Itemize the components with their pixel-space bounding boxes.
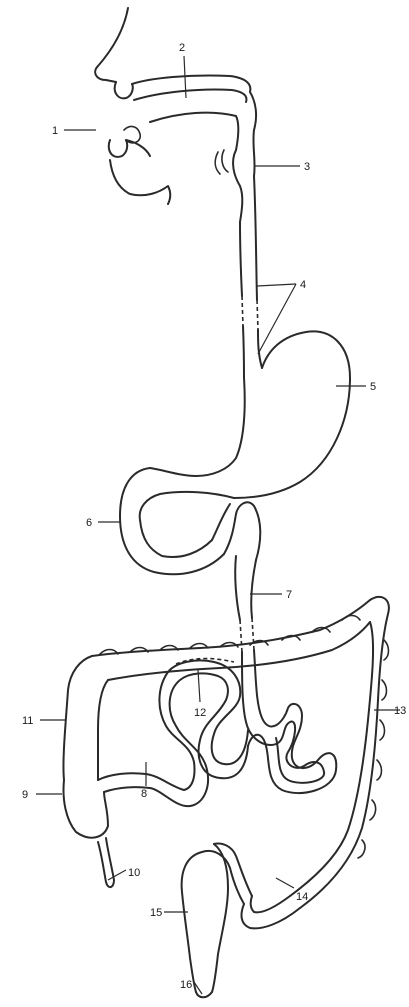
label-2: 2	[179, 42, 185, 54]
oesophagus	[240, 176, 262, 378]
leader-12	[198, 670, 200, 702]
label-16: 16	[180, 979, 192, 991]
stomach	[150, 331, 350, 498]
label-11: 11	[22, 715, 33, 727]
leader-4a	[257, 284, 296, 286]
label-9: 9	[22, 789, 28, 801]
head-outline	[95, 8, 256, 222]
label-12: 12	[194, 707, 206, 719]
large-intestine	[63, 597, 388, 997]
number-labels: 1 2 3 4 5 6 7 8 9 10 11 12 13 14 15 16	[22, 42, 406, 991]
label-13: 13	[394, 705, 406, 717]
label-10: 10	[128, 867, 140, 879]
label-8: 8	[141, 788, 147, 800]
label-5: 5	[370, 381, 376, 393]
label-4: 4	[300, 279, 306, 291]
small-intestine	[98, 556, 336, 806]
leader-10	[108, 870, 126, 880]
label-14: 14	[296, 891, 308, 903]
leader-14	[276, 878, 294, 888]
label-7: 7	[286, 589, 292, 601]
label-3: 3	[304, 161, 310, 173]
label-1: 1	[52, 125, 58, 137]
label-6: 6	[86, 517, 92, 529]
duodenum	[120, 468, 260, 574]
label-15: 15	[150, 907, 162, 919]
